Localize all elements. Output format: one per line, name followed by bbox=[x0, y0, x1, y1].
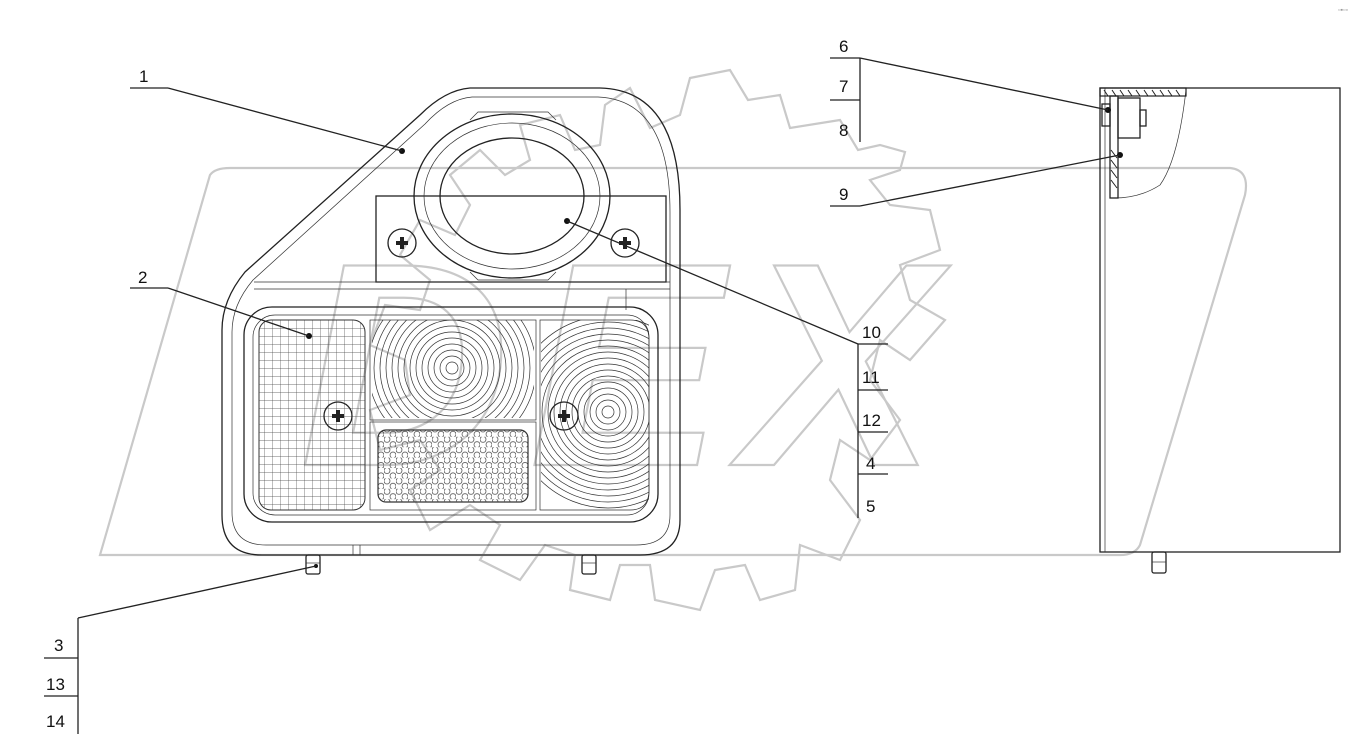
lens-ring-mid bbox=[423, 122, 601, 270]
callout-12: 12 bbox=[862, 411, 881, 430]
side-curve bbox=[1113, 89, 1187, 199]
callout-8: 8 bbox=[839, 121, 848, 140]
side-top-flange bbox=[1099, 87, 1187, 97]
housing-inner-outline bbox=[231, 96, 671, 546]
concentric-lens-red bbox=[372, 320, 534, 418]
lens-ring-tab bbox=[469, 111, 557, 121]
side-nut bbox=[1101, 103, 1111, 127]
lens-ring-inner bbox=[439, 137, 585, 255]
side-bracket-hatch bbox=[1110, 149, 1118, 189]
callout-14: 14 bbox=[46, 712, 65, 731]
side-screw-head bbox=[1117, 97, 1141, 139]
concentric-lens-amber bbox=[541, 320, 649, 509]
callout-11: 11 bbox=[862, 368, 880, 387]
stud-bolt bbox=[1151, 551, 1167, 574]
callout-4: 4 bbox=[866, 454, 875, 473]
callout-7: 7 bbox=[839, 77, 848, 96]
callout-6: 6 bbox=[839, 37, 848, 56]
side-screw-tip bbox=[1139, 109, 1147, 127]
stud-bolt bbox=[581, 554, 597, 575]
leader-lines bbox=[44, 57, 1121, 734]
callout-3: 3 bbox=[54, 636, 63, 655]
callout-1: 1 bbox=[139, 67, 148, 86]
screw-icon bbox=[323, 401, 353, 431]
stud-bolt bbox=[305, 554, 321, 575]
grid-lens bbox=[258, 319, 366, 511]
corner-mark: ▫▪▫▫ bbox=[1338, 7, 1348, 14]
hex-reflector bbox=[377, 429, 529, 503]
side-body bbox=[1099, 87, 1341, 553]
lens-ring-tab bbox=[469, 271, 557, 281]
watermark-swoosh bbox=[98, 166, 1248, 557]
side-hatch bbox=[1103, 89, 1181, 97]
lamp-front-view bbox=[221, 87, 681, 575]
lens-ring-outer bbox=[413, 113, 611, 279]
callout-9: 9 bbox=[839, 185, 848, 204]
reflector-frame bbox=[369, 421, 537, 511]
housing-outline bbox=[221, 87, 681, 556]
callout-10: 10 bbox=[862, 323, 881, 342]
callout-13: 13 bbox=[46, 675, 65, 694]
callout-labels: 1 2 3 13 14 6 7 8 9 10 11 12 4 5 bbox=[46, 37, 881, 731]
callout-5: 5 bbox=[866, 497, 875, 516]
callout-2: 2 bbox=[138, 268, 147, 287]
side-bracket bbox=[1109, 95, 1119, 199]
screw-icon bbox=[387, 228, 417, 258]
screw-icon bbox=[610, 228, 640, 258]
lamp-side-view bbox=[1099, 87, 1341, 574]
screw-icon bbox=[549, 401, 579, 431]
lens-panel-outer bbox=[243, 306, 659, 523]
